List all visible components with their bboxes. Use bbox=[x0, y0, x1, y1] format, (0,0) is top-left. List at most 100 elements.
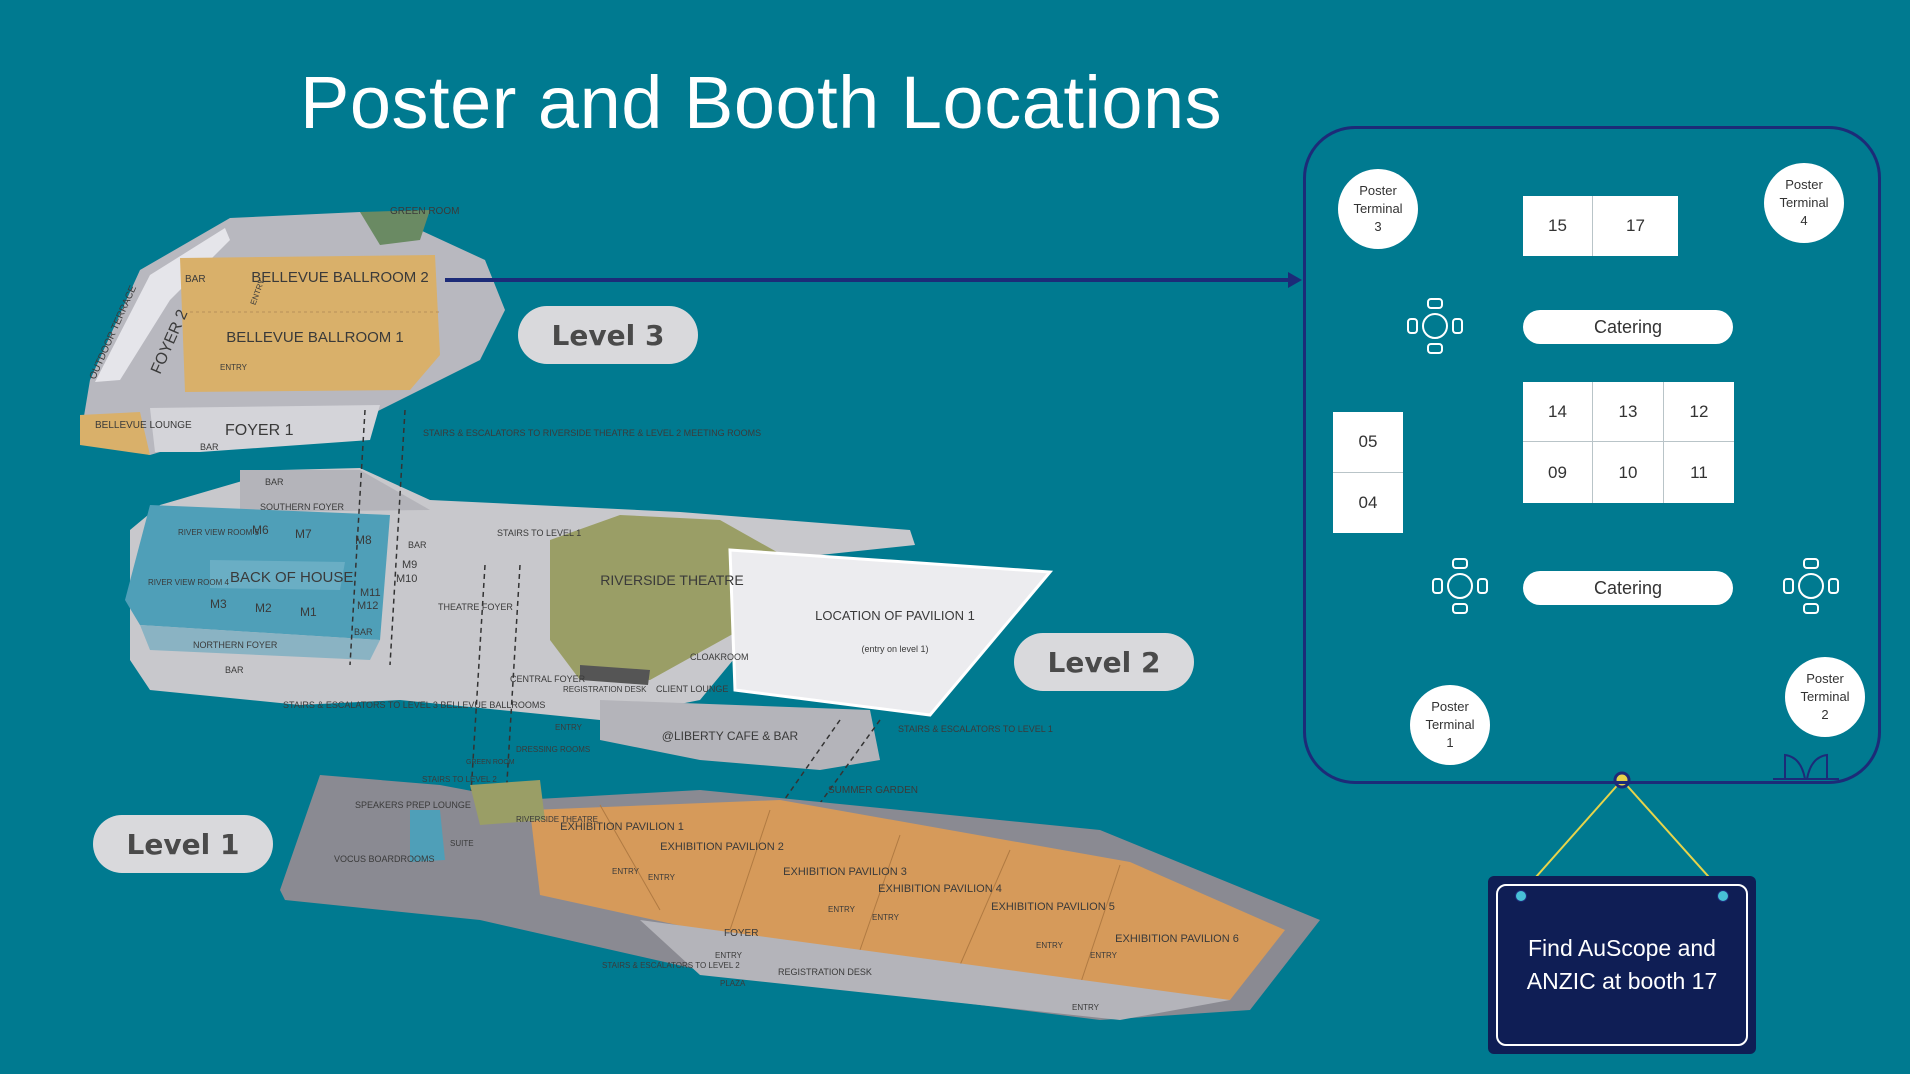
pin-icon bbox=[1515, 890, 1527, 902]
booth-09[interactable]: 09 bbox=[1523, 442, 1593, 503]
level-3-label: Level 3 bbox=[518, 306, 698, 364]
label-bar: BAR bbox=[354, 627, 373, 637]
label-bellevue-lounge: BELLEVUE LOUNGE bbox=[95, 420, 192, 431]
label-summer-garden: SUMMER GARDEN bbox=[828, 785, 918, 796]
label-entry: ENTRY bbox=[1072, 1003, 1100, 1012]
label-bellevue-ballroom-2: BELLEVUE BALLROOM 2 bbox=[251, 269, 429, 286]
label-cloakroom: CLOAKROOM bbox=[690, 652, 749, 662]
label-entry: ENTRY bbox=[612, 867, 640, 876]
label-exhibition-pavilion-4: EXHIBITION PAVILION 4 bbox=[878, 883, 1002, 895]
booth-callout: Find AuScope and ANZIC at booth 17 bbox=[1488, 876, 1756, 1054]
label-stairs-riverside: STAIRS & ESCALATORS TO RIVERSIDE THEATRE… bbox=[423, 428, 761, 438]
label-riverside-theatre: RIVERSIDE THEATRE bbox=[516, 815, 598, 824]
label-southern-foyer: SOUTHERN FOYER bbox=[260, 502, 345, 512]
label-entry: ENTRY bbox=[220, 363, 248, 372]
label-registration-desk: REGISTRATION DESK bbox=[778, 967, 872, 977]
label-stairs-to-level-2: STAIRS TO LEVEL 2 bbox=[422, 775, 497, 784]
label-vocus-boardrooms: VOCUS BOARDROOMS bbox=[334, 854, 435, 864]
booth-10[interactable]: 10 bbox=[1593, 442, 1664, 503]
label-foyer: FOYER bbox=[724, 928, 758, 939]
booth-layout-panel: Poster Terminal 3 Poster Terminal 4 15 1… bbox=[1303, 126, 1881, 784]
label-entry: ENTRY bbox=[648, 873, 676, 882]
label-m9: M9 bbox=[402, 559, 417, 571]
label-m3: M3 bbox=[210, 597, 227, 611]
label-exhibition-pavilion-1: EXHIBITION PAVILION 1 bbox=[560, 821, 684, 833]
label-river-view-5: RIVER VIEW ROOM 5 bbox=[178, 528, 259, 537]
label-river-view-4: RIVER VIEW ROOM 4 bbox=[148, 578, 229, 587]
label-entry: ENTRY bbox=[1036, 941, 1064, 950]
label-suite: SUITE bbox=[450, 839, 474, 848]
dining-table-icon bbox=[1432, 558, 1488, 614]
page-title: Poster and Booth Locations bbox=[300, 61, 1223, 144]
pin-icon bbox=[1717, 890, 1729, 902]
label-speakers-prep-lounge: SPEAKERS PREP LOUNGE bbox=[355, 800, 471, 810]
level-1-floor bbox=[280, 775, 1320, 1020]
catering-table: Catering bbox=[1523, 571, 1733, 605]
level-3-floor bbox=[80, 210, 1302, 455]
label-m1: M1 bbox=[300, 605, 317, 619]
label-m11: M11 bbox=[360, 587, 381, 599]
callout-text: Find AuScope and ANZIC at booth 17 bbox=[1496, 884, 1748, 1046]
label-back-of-house: BACK OF HOUSE bbox=[230, 569, 353, 586]
booth-13[interactable]: 13 bbox=[1593, 382, 1664, 442]
label-dressing-rooms: DRESSING ROOMS bbox=[516, 745, 590, 754]
label-m12: M12 bbox=[357, 600, 378, 612]
label-northern-foyer: NORTHERN FOYER bbox=[193, 640, 278, 650]
label-liberty-cafe: @LIBERTY CAFE & BAR bbox=[662, 729, 799, 743]
level-1-label: Level 1 bbox=[93, 815, 273, 873]
label-exhibition-pavilion-2: EXHIBITION PAVILION 2 bbox=[660, 841, 784, 853]
booth-grid: 14 13 12 09 10 11 bbox=[1523, 382, 1734, 503]
label-entry: ENTRY bbox=[715, 951, 743, 960]
label-exhibition-pavilion-3: EXHIBITION PAVILION 3 bbox=[783, 866, 907, 878]
catering-table: Catering bbox=[1523, 310, 1733, 344]
label-bar: BAR bbox=[265, 477, 284, 487]
label-exhibition-pavilion-5: EXHIBITION PAVILION 5 bbox=[991, 901, 1115, 913]
label-entry: ENTRY bbox=[555, 723, 583, 732]
label-location-of-pavilion-1: LOCATION OF PAVILION 1 bbox=[815, 608, 975, 623]
booth-14[interactable]: 14 bbox=[1523, 382, 1593, 442]
booth-05[interactable]: 05 bbox=[1333, 412, 1403, 473]
label-m2: M2 bbox=[255, 601, 272, 615]
label-bellevue-ballroom-1: BELLEVUE BALLROOM 1 bbox=[226, 329, 404, 346]
map-labels: GREEN ROOM BAR ENTRY BELLEVUE BALLROOM 2… bbox=[88, 206, 1239, 1012]
label-central-foyer: CENTRAL FOYER bbox=[510, 674, 586, 684]
poster-terminal-1[interactable]: Poster Terminal 1 bbox=[1410, 685, 1490, 765]
label-bar: BAR bbox=[408, 540, 427, 550]
label-exhibition-pavilion-6: EXHIBITION PAVILION 6 bbox=[1115, 933, 1239, 945]
label-bar: BAR bbox=[185, 274, 206, 285]
label-m7: M7 bbox=[295, 527, 312, 541]
poster-terminal-4[interactable]: Poster Terminal 4 bbox=[1764, 163, 1844, 243]
level-2-label: Level 2 bbox=[1014, 633, 1194, 691]
label-bar: BAR bbox=[225, 665, 244, 675]
label-entry-on-level-1: (entry on level 1) bbox=[861, 644, 928, 654]
booth-12[interactable]: 12 bbox=[1664, 382, 1734, 442]
label-stairs-to-level-1: STAIRS TO LEVEL 1 bbox=[497, 528, 581, 538]
label-plaza: PLAZA bbox=[720, 979, 746, 988]
booth-11[interactable]: 11 bbox=[1664, 442, 1734, 503]
label-riverside-theatre: RIVERSIDE THEATRE bbox=[600, 572, 743, 588]
label-entry: ENTRY bbox=[872, 913, 900, 922]
poster-terminal-2[interactable]: Poster Terminal 2 bbox=[1785, 657, 1865, 737]
label-bar: BAR bbox=[200, 442, 219, 452]
label-stairs-ballrooms: STAIRS & ESCALATORS TO LEVEL 3 BELLEVUE … bbox=[283, 700, 545, 710]
label-bellevue-ballroom-2: BELLEVUE BALLROOM 2 bbox=[251, 269, 429, 286]
label-stairs-to-level-2: STAIRS & ESCALATORS TO LEVEL 2 bbox=[602, 961, 740, 970]
label-green-room: GREEN ROOM bbox=[390, 206, 459, 217]
label-entry: ENTRY bbox=[828, 905, 856, 914]
label-stairs-to-level-1: STAIRS & ESCALATORS TO LEVEL 1 bbox=[898, 724, 1053, 734]
label-client-lounge: CLIENT LOUNGE bbox=[656, 684, 728, 694]
door-icon bbox=[1773, 753, 1839, 780]
label-m6: M6 bbox=[252, 523, 269, 537]
label-m8: M8 bbox=[355, 533, 372, 547]
label-foyer-1: FOYER 1 bbox=[225, 422, 294, 439]
dining-table-icon bbox=[1407, 298, 1463, 354]
dining-table-icon bbox=[1783, 558, 1839, 614]
level-2-floor bbox=[125, 468, 1054, 770]
booth-04[interactable]: 04 bbox=[1333, 473, 1403, 533]
label-registration-desk: REGISTRATION DESK bbox=[563, 685, 647, 694]
booth-15[interactable]: 15 bbox=[1523, 196, 1593, 256]
label-entry: ENTRY bbox=[1090, 951, 1118, 960]
poster-terminal-3[interactable]: Poster Terminal 3 bbox=[1338, 169, 1418, 249]
booth-17[interactable]: 17 bbox=[1593, 196, 1678, 256]
label-green-room: GREEN ROOM bbox=[466, 759, 515, 766]
